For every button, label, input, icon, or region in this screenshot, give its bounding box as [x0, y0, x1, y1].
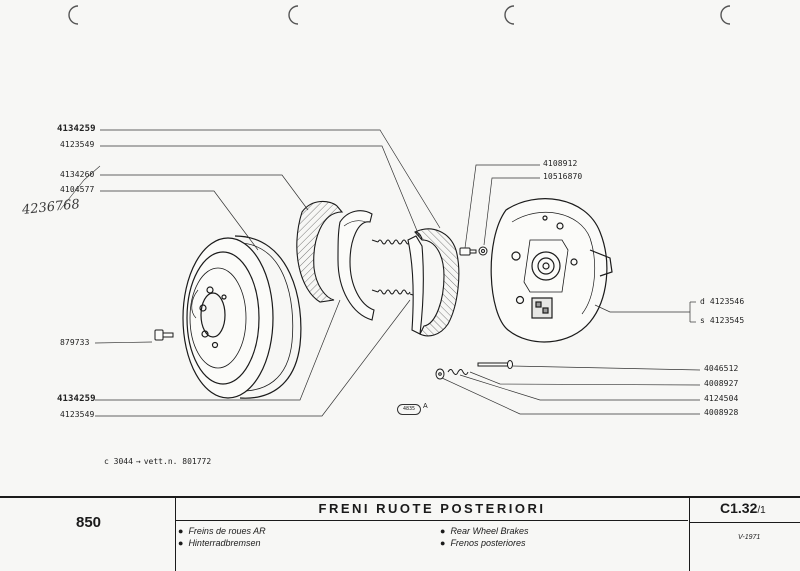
brake-shoe-left [337, 210, 375, 321]
subtitle-english: ●Rear Wheel Brakes [440, 526, 529, 536]
model-cell: 850 [0, 498, 176, 571]
part-number-label: 4008928 [704, 408, 739, 417]
part-number-label: 4124504 [704, 394, 739, 403]
part-number-label: 4134259 [57, 394, 96, 404]
binder-ring-icon [68, 5, 79, 25]
backing-plate [490, 198, 613, 343]
brake-lining [296, 200, 344, 303]
part-number-label: 4104577 [60, 185, 95, 194]
figure-letter: A [423, 403, 428, 410]
part-number-label: 4046512 [704, 364, 739, 373]
part-number-label: 4108912 [543, 159, 578, 168]
subtitle-german: ●Hinterradbremsen [178, 538, 261, 548]
wheel-bolt [154, 329, 174, 341]
binder-ring-icon [288, 5, 299, 25]
anchor-bolt [459, 246, 488, 256]
adjuster-washer [435, 368, 445, 380]
adjuster-pin [477, 360, 513, 369]
change-code: c 3044 [104, 457, 133, 466]
leader-lines [59, 129, 701, 417]
binder-ring-icon [504, 5, 515, 25]
adjuster-spring [447, 369, 469, 375]
arrow-right-icon: → [135, 457, 141, 466]
brake-drum [182, 235, 302, 399]
part-number-label: 4134259 [57, 124, 96, 134]
part-number-label: 4123549 [60, 410, 95, 419]
figure-number-tag: 4835 [397, 404, 421, 415]
serial-text: vett.n. 801772 [143, 457, 212, 466]
subtitle-french: ●Freins de roues AR [178, 526, 266, 536]
part-number-label: 4123549 [60, 140, 95, 149]
part-number-label: 879733 [60, 338, 90, 347]
brake-shoe-right [407, 228, 460, 337]
title-cell: FRENI RUOTE POSTERIORI ●Freins de roues … [176, 498, 688, 571]
part-number-label: 10516870 [543, 172, 583, 181]
exploded-view-drawing [59, 129, 701, 417]
return-spring-lower [371, 289, 417, 297]
edition-date: V-1971 [738, 534, 761, 541]
title-block: 850 FRENI RUOTE POSTERIORI ●Freins de ro… [0, 496, 800, 571]
vehicle-serial-note: c 3044→vett.n. 801772 [104, 457, 211, 466]
part-number-label-right-side: d 4123546 [700, 297, 745, 306]
part-number-label: 4134260 [60, 170, 95, 179]
part-number-label: 4008927 [704, 379, 739, 388]
binder-ring-icon [720, 5, 731, 25]
section-code: C1.32/1 [720, 500, 766, 516]
code-cell: C1.32/1 V-1971 [689, 498, 800, 571]
page-title: FRENI RUOTE POSTERIORI [176, 498, 688, 521]
model-number: 850 [76, 514, 102, 531]
subtitle-spanish: ●Frenos posteriores [440, 538, 526, 548]
part-number-label-left-side: s 4123545 [700, 316, 745, 325]
